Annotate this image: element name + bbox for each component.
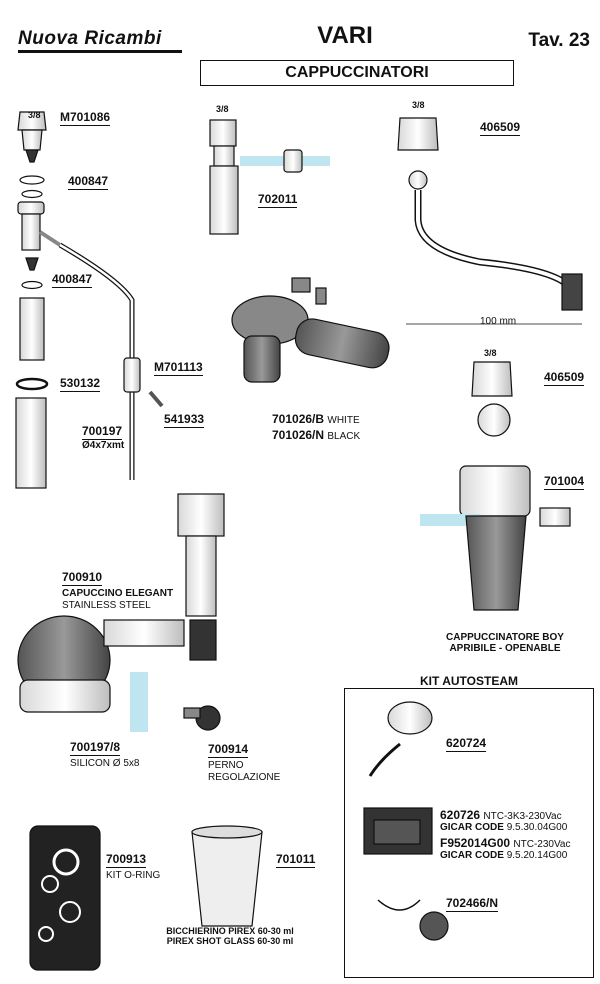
part-desc: SILICON Ø 5x8	[70, 758, 140, 769]
gicar-code: 9.5.20.14G00	[506, 850, 568, 861]
dimension-label: 100 mm	[480, 316, 517, 327]
part-code: 701026/B WHITE	[272, 412, 360, 426]
part-700910-drawing	[17, 493, 225, 732]
caption-line: APRIBILE - OPENABLE	[449, 643, 561, 654]
page-title: VARI	[317, 22, 373, 49]
part-desc: Ø4x7xmt	[82, 440, 125, 451]
part-desc: REGOLAZIONE	[208, 772, 281, 783]
brand-logo: Nuova Ricambi	[18, 28, 162, 49]
gicar-label: GICAR CODE	[440, 822, 504, 833]
part-code: 700197	[82, 424, 123, 440]
part-code: 700913	[106, 852, 147, 868]
thread-label: 3/8	[412, 100, 425, 110]
part-code: 400847	[52, 272, 93, 288]
table-number: Tav. 23	[528, 30, 590, 51]
part-code: 406509	[480, 120, 521, 136]
part-code: 702466/N	[446, 896, 499, 912]
part-code: 701004	[544, 474, 585, 490]
gicar-code: 9.5.30.04G00	[506, 822, 568, 833]
part-desc: NTC-3K3-230Vac	[483, 811, 562, 822]
part-desc: CAPUCCINO ELEGANT	[62, 588, 174, 599]
gicar-code-line: GICAR CODE 9.5.30.04G00	[440, 822, 567, 833]
part-desc: PERNO	[208, 760, 244, 771]
part-code: 700197/8	[70, 740, 121, 756]
part-code: 620724	[446, 736, 487, 752]
part-code-value: 701026/B	[272, 412, 325, 426]
kit-box	[344, 688, 594, 978]
kit-title: KIT AUTOSTEAM	[420, 674, 518, 688]
page-subtitle: CAPPUCCINATORI	[200, 60, 514, 86]
thread-label: 3/8	[216, 104, 229, 114]
caption-line: BICCHIERINO PIREX 60-30 ml	[166, 926, 294, 936]
logo-underline	[18, 50, 182, 53]
part-code: 700910	[62, 570, 103, 586]
part-desc: STAINLESS STEEL	[62, 600, 151, 611]
glass-caption: BICCHIERINO PIREX 60-30 ml PIREX SHOT GL…	[150, 926, 310, 946]
part-code: 620726 NTC-3K3-230Vac	[440, 808, 562, 822]
part-code: M701086	[60, 110, 111, 126]
part-702011-drawing	[209, 119, 330, 235]
gicar-code-line: GICAR CODE 9.5.20.14G00	[440, 850, 567, 861]
part-700913-drawing	[29, 825, 101, 971]
part-code: 400847	[68, 174, 109, 190]
part-desc: NTC-230Vac	[513, 839, 571, 850]
kit-autosteam-drawings	[363, 701, 449, 941]
part-code-value: 701026/N	[272, 428, 325, 442]
part-desc: KIT O-RING	[106, 870, 161, 881]
part-701026-drawing	[231, 277, 390, 383]
caption-line: CAPPUCCINATORE BOY	[446, 632, 564, 643]
part-code: F952014G00 NTC-230Vac	[440, 836, 570, 850]
part-701011-drawing	[191, 825, 263, 927]
boy-caption: CAPPUCCINATORE BOY APRIBILE - OPENABLE	[410, 632, 600, 654]
part-desc: WHITE	[327, 415, 360, 426]
part-code: M701113	[154, 360, 203, 376]
part-code: 701011	[276, 852, 316, 868]
part-code: 702011	[258, 192, 298, 208]
caption-line: PIREX SHOT GLASS 60-30 ml	[166, 936, 294, 946]
thread-label: 3/8	[28, 110, 41, 120]
part-700914-drawing	[183, 705, 221, 731]
thread-label: 3/8	[484, 348, 497, 358]
steam-wand-exploded	[15, 111, 164, 489]
part-code: 701026/N BLACK	[272, 428, 360, 442]
part-desc: BLACK	[327, 431, 361, 442]
gicar-label: GICAR CODE	[440, 850, 504, 861]
part-701004-drawing	[420, 361, 571, 611]
part-code-value: F952014G00	[440, 836, 511, 850]
part-code-value: 620726	[440, 808, 481, 822]
part-code: 541933	[164, 412, 205, 428]
part-code: 406509	[544, 370, 585, 386]
part-code: 530132	[60, 376, 101, 392]
part-406509-tube-drawing	[397, 117, 583, 325]
part-code: 700914	[208, 742, 249, 758]
